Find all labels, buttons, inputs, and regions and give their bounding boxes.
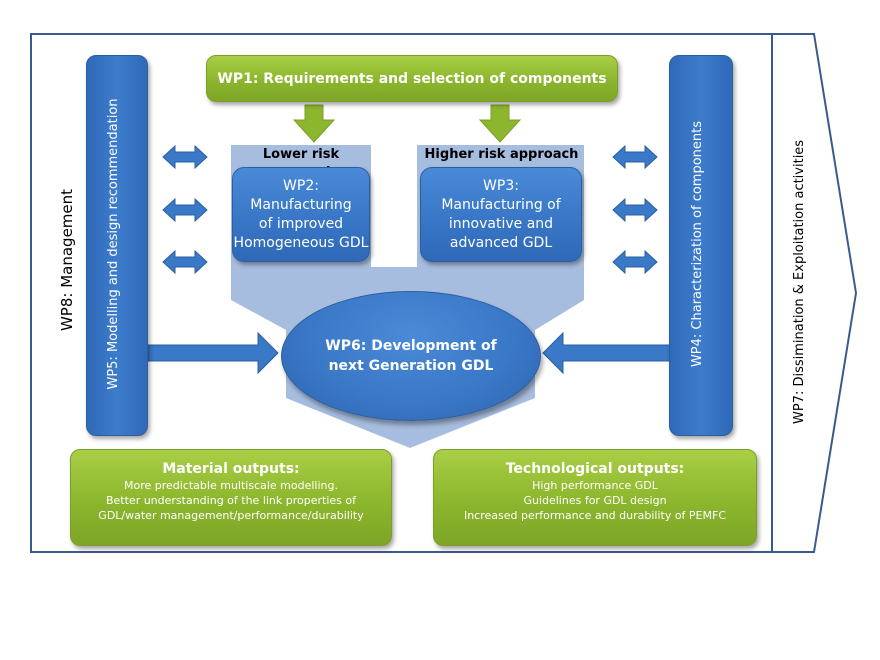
wp1-box: WP1: Requirements and selection of compo… bbox=[206, 55, 618, 102]
wp4-bar bbox=[669, 55, 733, 436]
wp3-line: Manufacturing of bbox=[441, 196, 561, 213]
wp6-line: WP6: Development of bbox=[325, 338, 497, 354]
material-outputs-box: Material outputs: More predictable multi… bbox=[70, 449, 392, 546]
arrow-down-icon-wp3 bbox=[478, 104, 522, 143]
wp3-line: advanced GDL bbox=[449, 234, 553, 251]
wp6-ellipse: WP6: Development of next Generation GDL bbox=[281, 291, 541, 421]
double-arrow-icon-right-2 bbox=[612, 197, 658, 223]
arrow-right-icon-wp5-to-wp6 bbox=[147, 331, 279, 375]
wp3-box: WP3: Manufacturing of innovative and adv… bbox=[420, 167, 582, 262]
double-arrow-icon-left-1 bbox=[162, 144, 208, 170]
wp5-label: WP5: Modelling and design recommendation bbox=[106, 98, 121, 390]
management-label: WP8: Management bbox=[58, 188, 76, 332]
material-output-line: Better understanding of the link propert… bbox=[105, 494, 357, 507]
wp6-line: next Generation GDL bbox=[328, 358, 494, 374]
wp2-line: Homogeneous GDL bbox=[233, 234, 369, 251]
double-arrow-icon-right-1 bbox=[612, 144, 658, 170]
wp5-bar bbox=[86, 55, 148, 436]
wp3-line: WP3: bbox=[483, 177, 519, 194]
double-arrow-icon-left-3 bbox=[162, 249, 208, 275]
technological-outputs-title: Technological outputs: bbox=[505, 461, 685, 477]
double-arrow-icon-right-3 bbox=[612, 249, 658, 275]
wp2-line: of improved bbox=[258, 215, 344, 232]
material-output-line: GDL/water management/performance/durabil… bbox=[98, 509, 364, 522]
material-output-line: More predictable multiscale modelling. bbox=[123, 479, 338, 492]
higher-risk-label: Higher risk approach bbox=[424, 147, 579, 162]
dissemination-chevron bbox=[771, 33, 858, 553]
technological-output-line: Guidelines for GDL design bbox=[523, 494, 667, 507]
wp2-line: WP2: bbox=[283, 177, 319, 194]
wp1-label: WP1: Requirements and selection of compo… bbox=[217, 70, 607, 87]
technological-output-line: Increased performance and durability of … bbox=[463, 509, 727, 522]
arrow-down-icon-wp2 bbox=[292, 104, 336, 143]
double-arrow-icon-left-2 bbox=[162, 197, 208, 223]
wp4-label: WP4: Characterization of components bbox=[690, 120, 705, 368]
wp3-line: innovative and bbox=[448, 215, 554, 232]
wp2-line: Manufacturing bbox=[250, 196, 352, 213]
arrow-left-icon-wp4-to-wp6 bbox=[542, 331, 671, 375]
wp2-box: WP2: Manufacturing of improved Homogeneo… bbox=[232, 167, 370, 262]
technological-output-line: High performance GDL bbox=[532, 479, 658, 492]
dissemination-label: WP7: Dissimination & Exploitation activi… bbox=[792, 139, 807, 424]
material-outputs-title: Material outputs: bbox=[162, 461, 300, 477]
technological-outputs-box: Technological outputs: High performance … bbox=[433, 449, 757, 546]
